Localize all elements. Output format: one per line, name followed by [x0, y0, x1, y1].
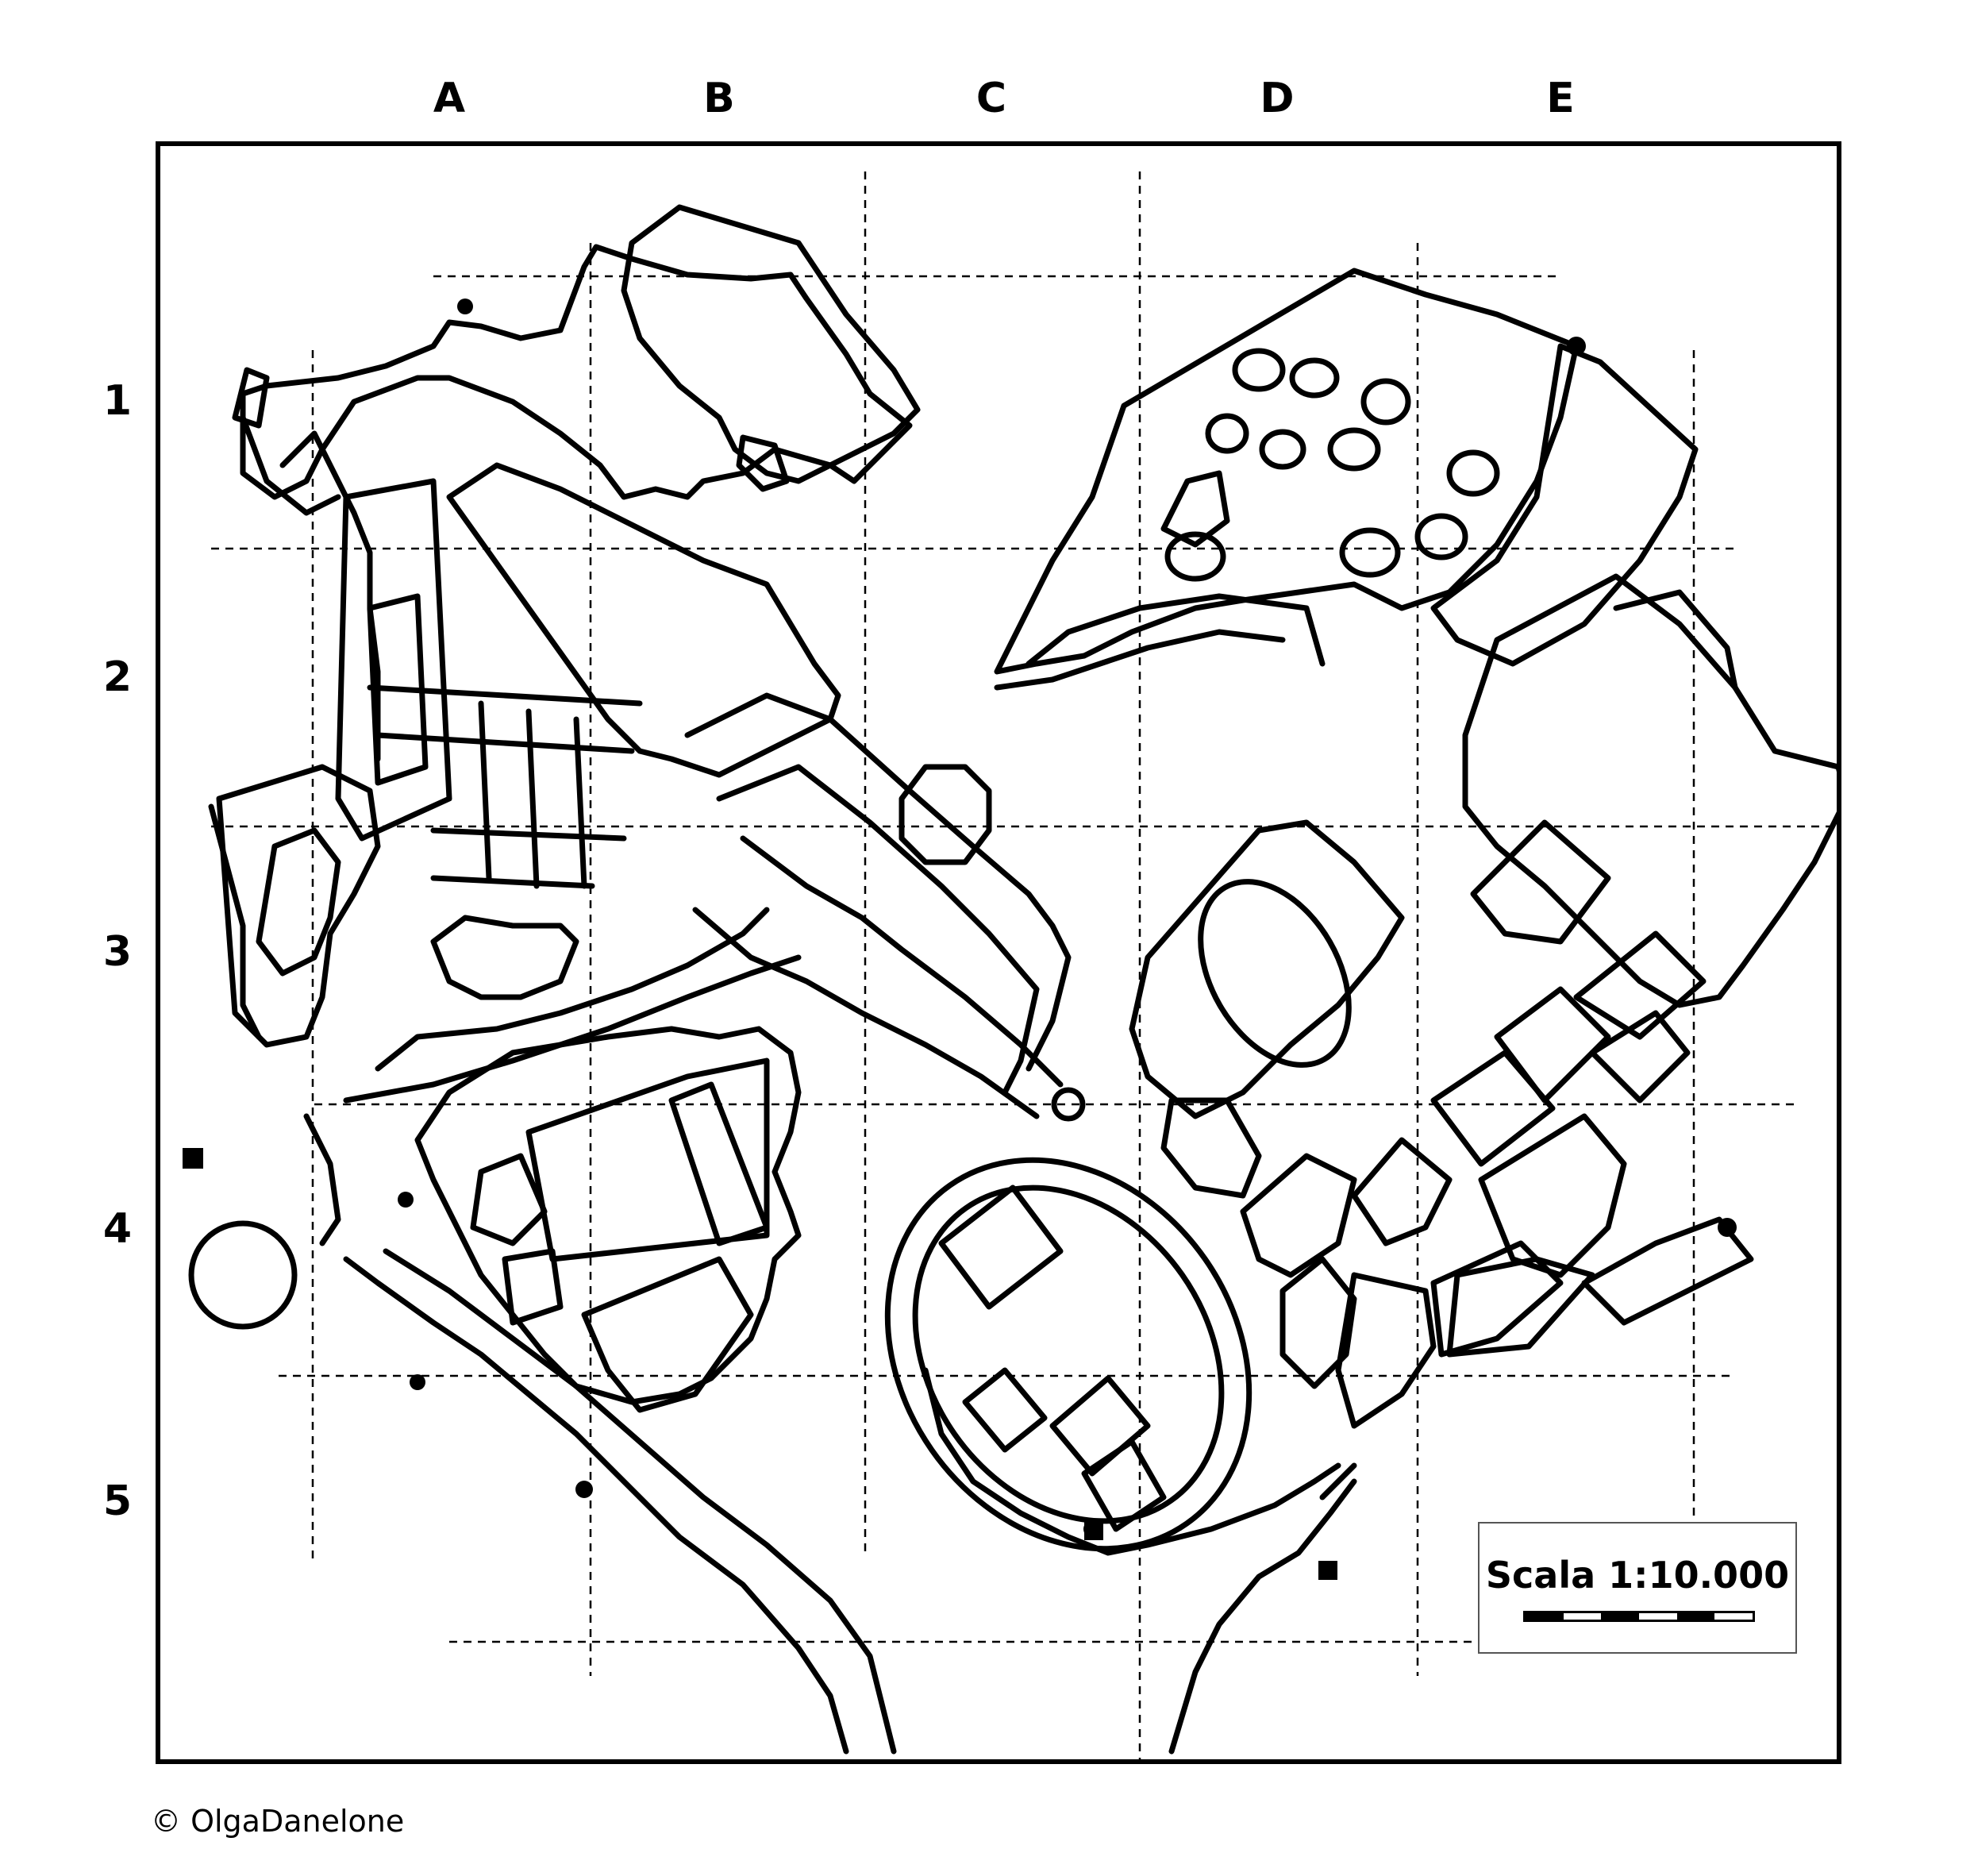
scale-bar-segment — [1563, 1613, 1602, 1620]
scale-bar-segment — [1526, 1613, 1564, 1620]
grid-column-label-a: A — [433, 75, 466, 122]
grid-row-label-5: 5 — [102, 1477, 133, 1525]
grid-row-label-2: 2 — [102, 653, 133, 701]
scale-legend: Scala 1:10.000 — [1478, 1522, 1797, 1654]
scale-bar-segment — [1639, 1613, 1677, 1620]
map-markers — [183, 299, 1737, 1580]
grid-column-label-d: D — [1260, 75, 1295, 122]
map-outlines — [188, 204, 1837, 1755]
map-drawing[interactable] — [160, 146, 1837, 1759]
map-frame[interactable] — [156, 141, 1841, 1764]
scale-bar — [1523, 1611, 1755, 1622]
grid-row-label-1: 1 — [102, 377, 133, 425]
scale-bar-segment — [1676, 1613, 1715, 1620]
scale-bar-segment — [1601, 1613, 1640, 1620]
grid-row-label-3: 3 — [102, 928, 133, 976]
scale-bar-segment — [1714, 1613, 1753, 1620]
scale-text: Scala 1:10.000 — [1485, 1554, 1790, 1597]
grid-column-label-b: B — [703, 75, 735, 122]
grid-lines — [211, 171, 1837, 1759]
grid-column-label-c: C — [975, 75, 1007, 122]
copyright-text: © OlgaDanelone — [151, 1804, 405, 1839]
grid-column-label-e: E — [1546, 75, 1575, 122]
grid-row-label-4: 4 — [102, 1205, 133, 1253]
